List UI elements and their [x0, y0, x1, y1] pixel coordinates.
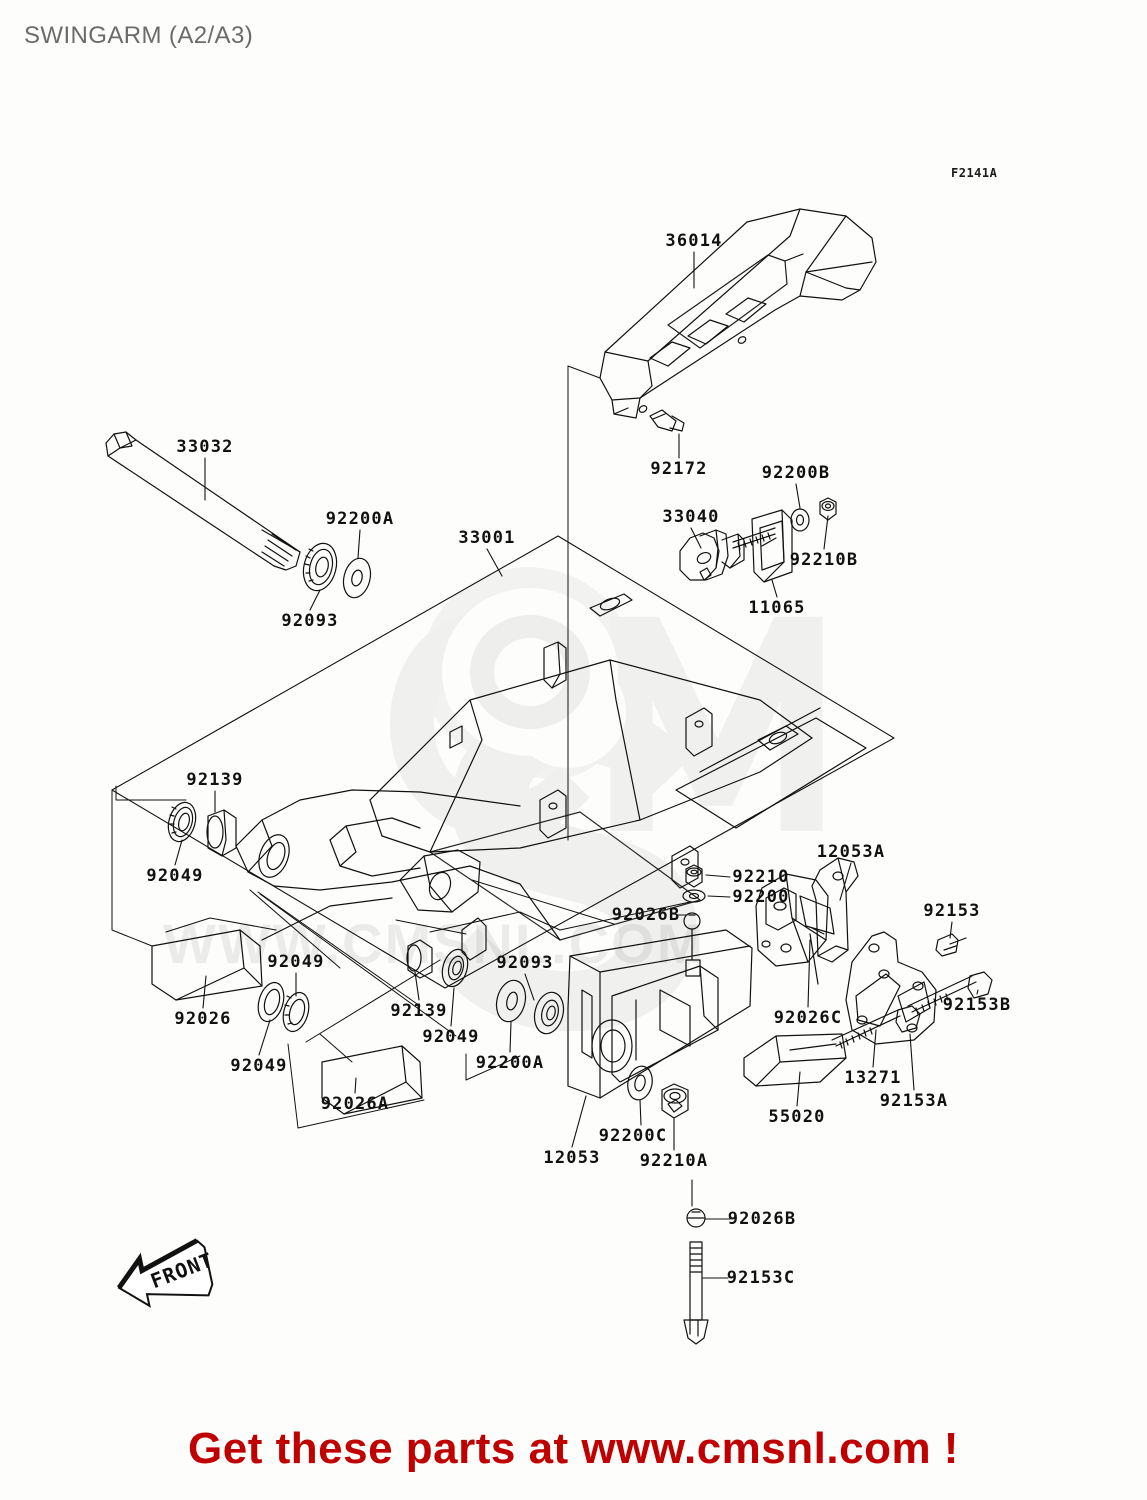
callout-92200A-top[interactable]: 92200A — [325, 509, 395, 529]
page-title: SWINGARM (A2/A3) — [24, 22, 254, 49]
callout-92026B-bottom[interactable]: 92026B — [727, 1209, 797, 1229]
part-washer-a-top — [342, 557, 372, 599]
callout-33032[interactable]: 33032 — [176, 437, 234, 457]
part-chain-cover — [599, 208, 877, 419]
callout-92093-top[interactable]: 92093 — [281, 611, 339, 631]
callout-33040[interactable]: 33040 — [662, 507, 720, 527]
callout-92026C[interactable]: 92026C — [773, 1008, 843, 1028]
part-swingarm-body — [111, 535, 895, 989]
callout-92026B-mid[interactable]: 92026B — [611, 905, 681, 925]
callout-92026[interactable]: 92026 — [174, 1009, 232, 1029]
callout-92139-left[interactable]: 92139 — [186, 770, 244, 790]
part-bolt-92153B — [907, 971, 993, 1015]
part-bolt-92153A — [831, 1005, 921, 1049]
part-chain-slider-guard — [743, 1033, 847, 1087]
callout-13271[interactable]: 13271 — [844, 1068, 902, 1088]
callout-11065[interactable]: 11065 — [748, 598, 806, 618]
part-spacer-tube — [151, 929, 263, 1001]
callout-92200B[interactable]: 92200B — [761, 463, 831, 483]
callout-92200A-bottom[interactable]: 92200A — [475, 1053, 545, 1073]
callout-92153C[interactable]: 92153C — [726, 1268, 796, 1288]
part-spacer-tube-a — [321, 1045, 423, 1115]
callout-55020[interactable]: 55020 — [768, 1107, 826, 1127]
part-spacer-b-bottom — [686, 1208, 706, 1228]
part-chain-guide-bracket — [811, 857, 859, 963]
diagram-canvas: WWW.CMSNL.COM — [105, 208, 1012, 1345]
callout-92139-right[interactable]: 92139 — [390, 1001, 448, 1021]
callout-92210A[interactable]: 92210A — [639, 1151, 709, 1171]
callout-92049-mid[interactable]: 92049 — [267, 952, 325, 972]
callout-92200C[interactable]: 92200C — [598, 1126, 668, 1146]
part-nut-stack — [682, 864, 706, 977]
part-chain-cover-bolt — [649, 409, 685, 432]
part-pivot-shaft — [105, 431, 301, 571]
callout-92049-right[interactable]: 92049 — [422, 1027, 480, 1047]
part-seal-pair-left — [257, 981, 310, 1033]
callout-92210B[interactable]: 92210B — [789, 550, 859, 570]
callout-92210[interactable]: 92210 — [732, 867, 790, 887]
callout-36014[interactable]: 36014 — [665, 231, 723, 251]
part-spacer-left — [206, 809, 237, 857]
callout-92153A[interactable]: 92153A — [879, 1091, 949, 1111]
cmsnl-tagline[interactable]: Get these parts at www.cmsnl.com ! — [188, 1424, 959, 1473]
callout-12053[interactable]: 12053 — [543, 1148, 601, 1168]
callout-92026A[interactable]: 92026A — [320, 1094, 390, 1114]
figure-code: F2141A — [951, 166, 998, 180]
callout-12053A[interactable]: 12053A — [816, 842, 886, 862]
part-washer-c — [627, 1065, 653, 1101]
callout-92153[interactable]: 92153 — [923, 901, 981, 921]
part-chain-adjuster — [679, 527, 776, 581]
callout-92049-left[interactable]: 92049 — [146, 866, 204, 886]
part-bolt-92153C — [683, 1241, 709, 1345]
callout-92049-bottom[interactable]: 92049 — [230, 1056, 288, 1076]
part-spacer-c-housing — [755, 873, 835, 985]
part-oil-seal-top — [302, 542, 338, 592]
part-washer-b — [790, 508, 810, 532]
callout-92153B[interactable]: 92153B — [942, 995, 1012, 1015]
part-nut-a — [661, 1083, 689, 1119]
callout-92172[interactable]: 92172 — [650, 459, 708, 479]
part-nut-b — [819, 497, 837, 521]
part-chain-guide — [567, 929, 753, 1099]
callout-92200[interactable]: 92200 — [732, 887, 790, 907]
callout-33001[interactable]: 33001 — [458, 528, 516, 548]
callout-92093-bottom[interactable]: 92093 — [496, 953, 554, 973]
part-hardware-cluster-mid — [406, 939, 565, 1035]
leader-lines — [174, 251, 979, 1279]
part-cap-plate — [751, 509, 793, 583]
part-bolt-92153 — [935, 933, 967, 957]
part-bushing-left — [167, 801, 197, 843]
front-orientation-marker: FRONT — [110, 1232, 220, 1324]
assembly-guides — [111, 365, 691, 1129]
diagram-lineart — [105, 208, 993, 1345]
